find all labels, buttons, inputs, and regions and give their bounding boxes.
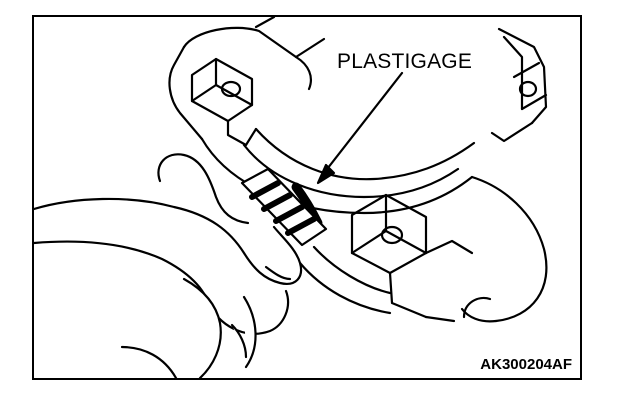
bearing-saddle	[200, 127, 476, 215]
housing-upper-left	[168, 17, 326, 141]
callout-label-plastigage: PLASTIGAGE	[337, 50, 473, 73]
housing-lower	[298, 175, 548, 323]
hand	[34, 153, 303, 378]
bolt-boss-left	[190, 57, 258, 147]
figure-frame: PLASTIGAGE AK300204AF	[32, 15, 582, 380]
bolt-boss-right	[350, 193, 474, 319]
figure-code: AK300204AF	[480, 356, 572, 373]
plastigage-scale	[240, 167, 328, 247]
housing-upper-right	[490, 27, 548, 143]
bearing-cap-illustration	[34, 17, 548, 378]
callout-arrow	[316, 71, 404, 185]
